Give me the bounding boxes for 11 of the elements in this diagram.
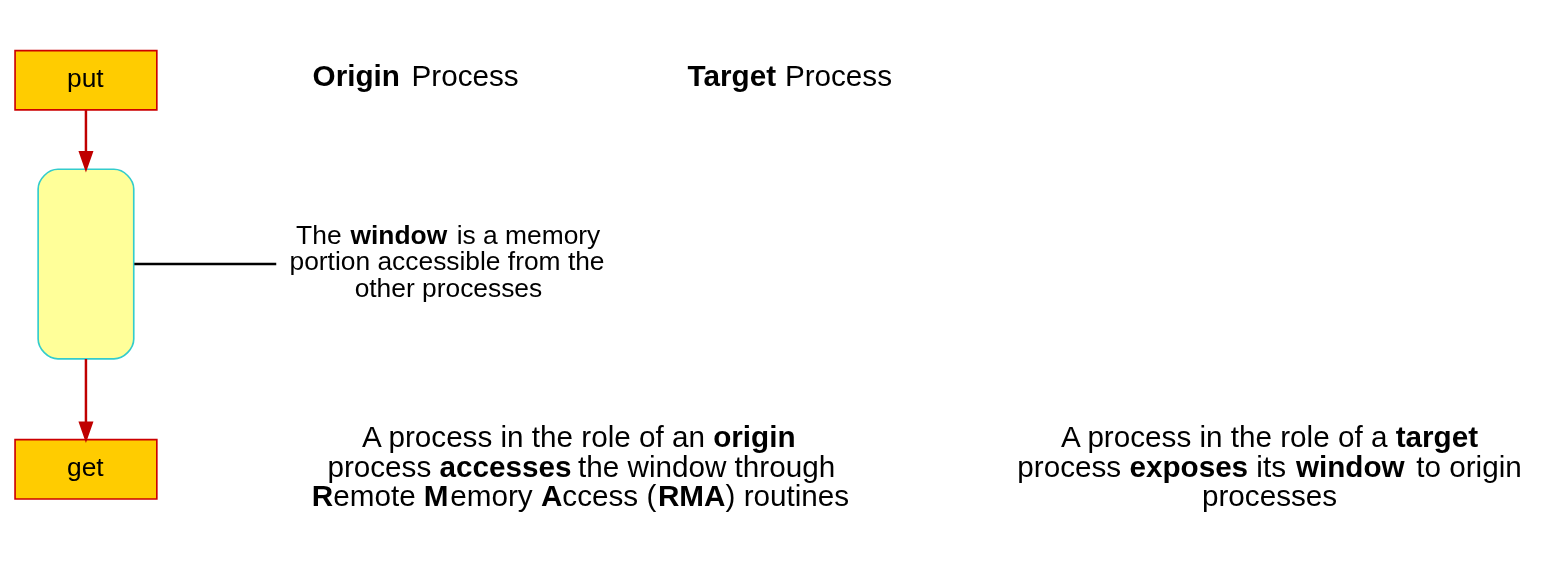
arrow [78, 110, 94, 173]
label: A process in the role of a target process exposes its window to origin processes [1017, 419, 1522, 513]
node-box: get [14, 438, 158, 500]
label: A process in the role of an origin process accesses the window through Remote Memory Access (RMA) routines [311, 419, 850, 513]
arrow [78, 359, 94, 443]
label: Origin Process [312, 58, 519, 92]
node-box [37, 168, 135, 360]
label: Target Process [687, 58, 893, 92]
connector [134, 262, 277, 266]
node-box: put [14, 49, 158, 111]
node-text: The window is a memory portion accessible from the other processes [289, 219, 605, 303]
